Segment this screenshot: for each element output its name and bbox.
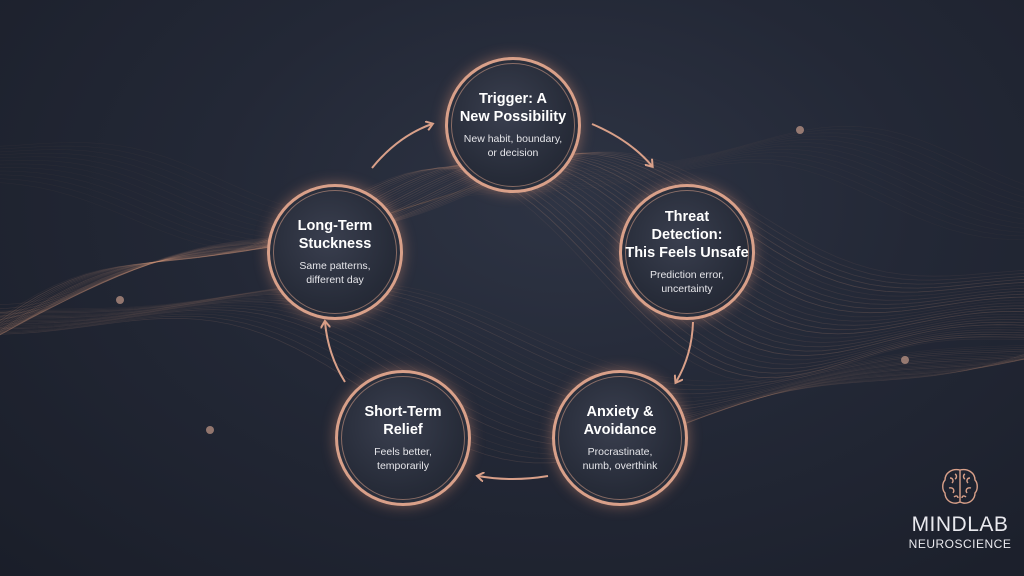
cycle-node-long-term-stuckness: Long-Term Stuckness Same patterns, diffe… [267, 184, 403, 320]
neural-strand [0, 295, 1024, 416]
node-subtitle: Prediction error, uncertainty [649, 269, 725, 295]
neural-strand [0, 286, 1024, 395]
node-subtitle: Procrastinate, numb, overthink [582, 446, 658, 472]
cycle-node-trigger: Trigger: A New Possibility New habit, bo… [445, 57, 581, 193]
neural-strand [0, 168, 1024, 383]
cycle-node-anxiety-avoidance: Anxiety & Avoidance Procrastinate, numb,… [552, 370, 688, 506]
neural-strand [0, 283, 1024, 386]
neural-strand [0, 301, 1024, 429]
arrow-threat-to-anxiety [676, 321, 694, 382]
cycle-node-threat-detection: Threat Detection: This Feels Unsafe Pred… [619, 184, 755, 320]
node-title: Threat Detection: This Feels Unsafe [625, 209, 749, 261]
neuron-glow [796, 126, 804, 134]
neural-strand [0, 299, 1024, 425]
brain-icon [942, 468, 978, 504]
neural-strand [0, 315, 1024, 460]
cycle-node-short-term-relief: Short-Term Relief Feels better, temporar… [335, 370, 471, 506]
neural-strand [0, 307, 1024, 442]
arrow-stuckness-to-trigger [371, 124, 432, 169]
arrow-anxiety-to-relief [478, 476, 549, 479]
node-subtitle: Feels better, temporarily [374, 446, 432, 472]
logo-subtitle: NEUROSCIENCE [908, 537, 1012, 551]
neural-strand [0, 311, 1024, 451]
neural-strand [0, 288, 1024, 399]
neuron-glow [901, 356, 909, 364]
neuron-glow [116, 296, 124, 304]
node-title: Long-Term Stuckness [297, 218, 373, 252]
logo-name: MINDLAB [911, 513, 1009, 536]
neural-strand [0, 291, 1024, 408]
neural-strand [0, 313, 1024, 455]
neural-strand [0, 309, 1024, 446]
node-subtitle: Same patterns, different day [299, 260, 371, 286]
neural-strand [0, 281, 1024, 382]
node-title: Trigger: A New Possibility [459, 91, 567, 125]
node-subtitle: New habit, boundary, or decision [463, 133, 563, 159]
neural-strand [0, 305, 1024, 438]
neural-strand [0, 293, 1024, 412]
neural-strand [0, 303, 1024, 433]
node-title: Anxiety & Avoidance [583, 404, 657, 438]
brand-logo: MINDLAB NEUROSCIENCE [900, 466, 1020, 551]
neural-strand [0, 290, 1024, 403]
node-title: Short-Term Relief [364, 404, 442, 438]
neural-strand [0, 297, 1024, 420]
neural-strand [0, 318, 1024, 464]
neural-strand [0, 285, 1024, 391]
arrow-relief-to-stuckness [325, 322, 346, 383]
arrow-trigger-to-threat [591, 123, 652, 166]
neuron-glow [206, 426, 214, 434]
